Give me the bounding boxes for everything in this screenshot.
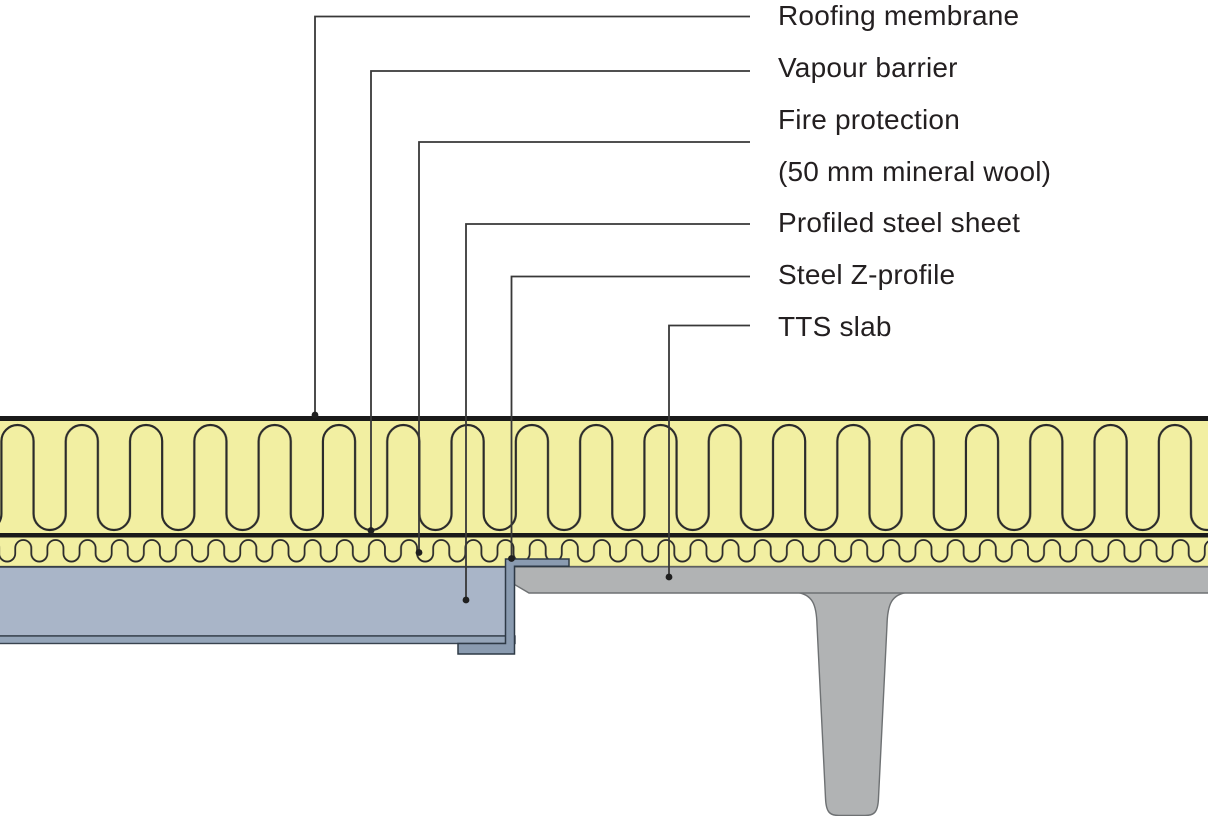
insulation-layer-pattern xyxy=(0,420,1208,534)
leader-line-roofing-membrane xyxy=(314,15,750,415)
steel-sheet-bottom-plate xyxy=(0,635,516,645)
fire-protection-layer-pattern xyxy=(0,537,1208,567)
leader-line-steel-z-profile xyxy=(510,275,750,558)
profiled-steel-sheet xyxy=(0,566,508,637)
label-vapour-barrier: Vapour barrier xyxy=(778,52,958,83)
leader-dot-profiled-steel-sheet xyxy=(462,596,470,604)
label-tts-slab: TTS slab xyxy=(778,311,892,342)
tts-slab-flange xyxy=(513,566,1208,594)
leader-dot-steel-z-profile xyxy=(508,555,515,562)
label-fire-protection: Fire protection xyxy=(778,104,960,135)
leader-line-tts-slab xyxy=(668,324,750,577)
leader-dot-tts-slab xyxy=(665,573,673,581)
steel-z-profile xyxy=(457,558,570,655)
leader-lines xyxy=(314,15,750,599)
label-fire-protection-detail: (50 mm mineral wool) xyxy=(778,156,1052,187)
leader-dot-roofing-membrane xyxy=(311,411,319,419)
tts-slab-rib xyxy=(794,591,910,816)
leader-line-profiled-steel-sheet xyxy=(465,223,750,599)
leader-line-fire-protection xyxy=(418,141,750,552)
vapour-barrier-layer xyxy=(0,533,1208,538)
leader-dots xyxy=(311,411,673,604)
leader-line-vapour-barrier xyxy=(370,70,750,530)
label-roofing-membrane: Roofing membrane xyxy=(778,0,1020,31)
roofing-membrane-layer xyxy=(0,416,1208,421)
label-profiled-steel-sheet: Profiled steel sheet xyxy=(778,207,1021,238)
leader-dot-fire-protection xyxy=(415,549,423,556)
leader-dot-vapour-barrier xyxy=(367,527,375,534)
label-steel-z-profile: Steel Z-profile xyxy=(778,259,956,290)
